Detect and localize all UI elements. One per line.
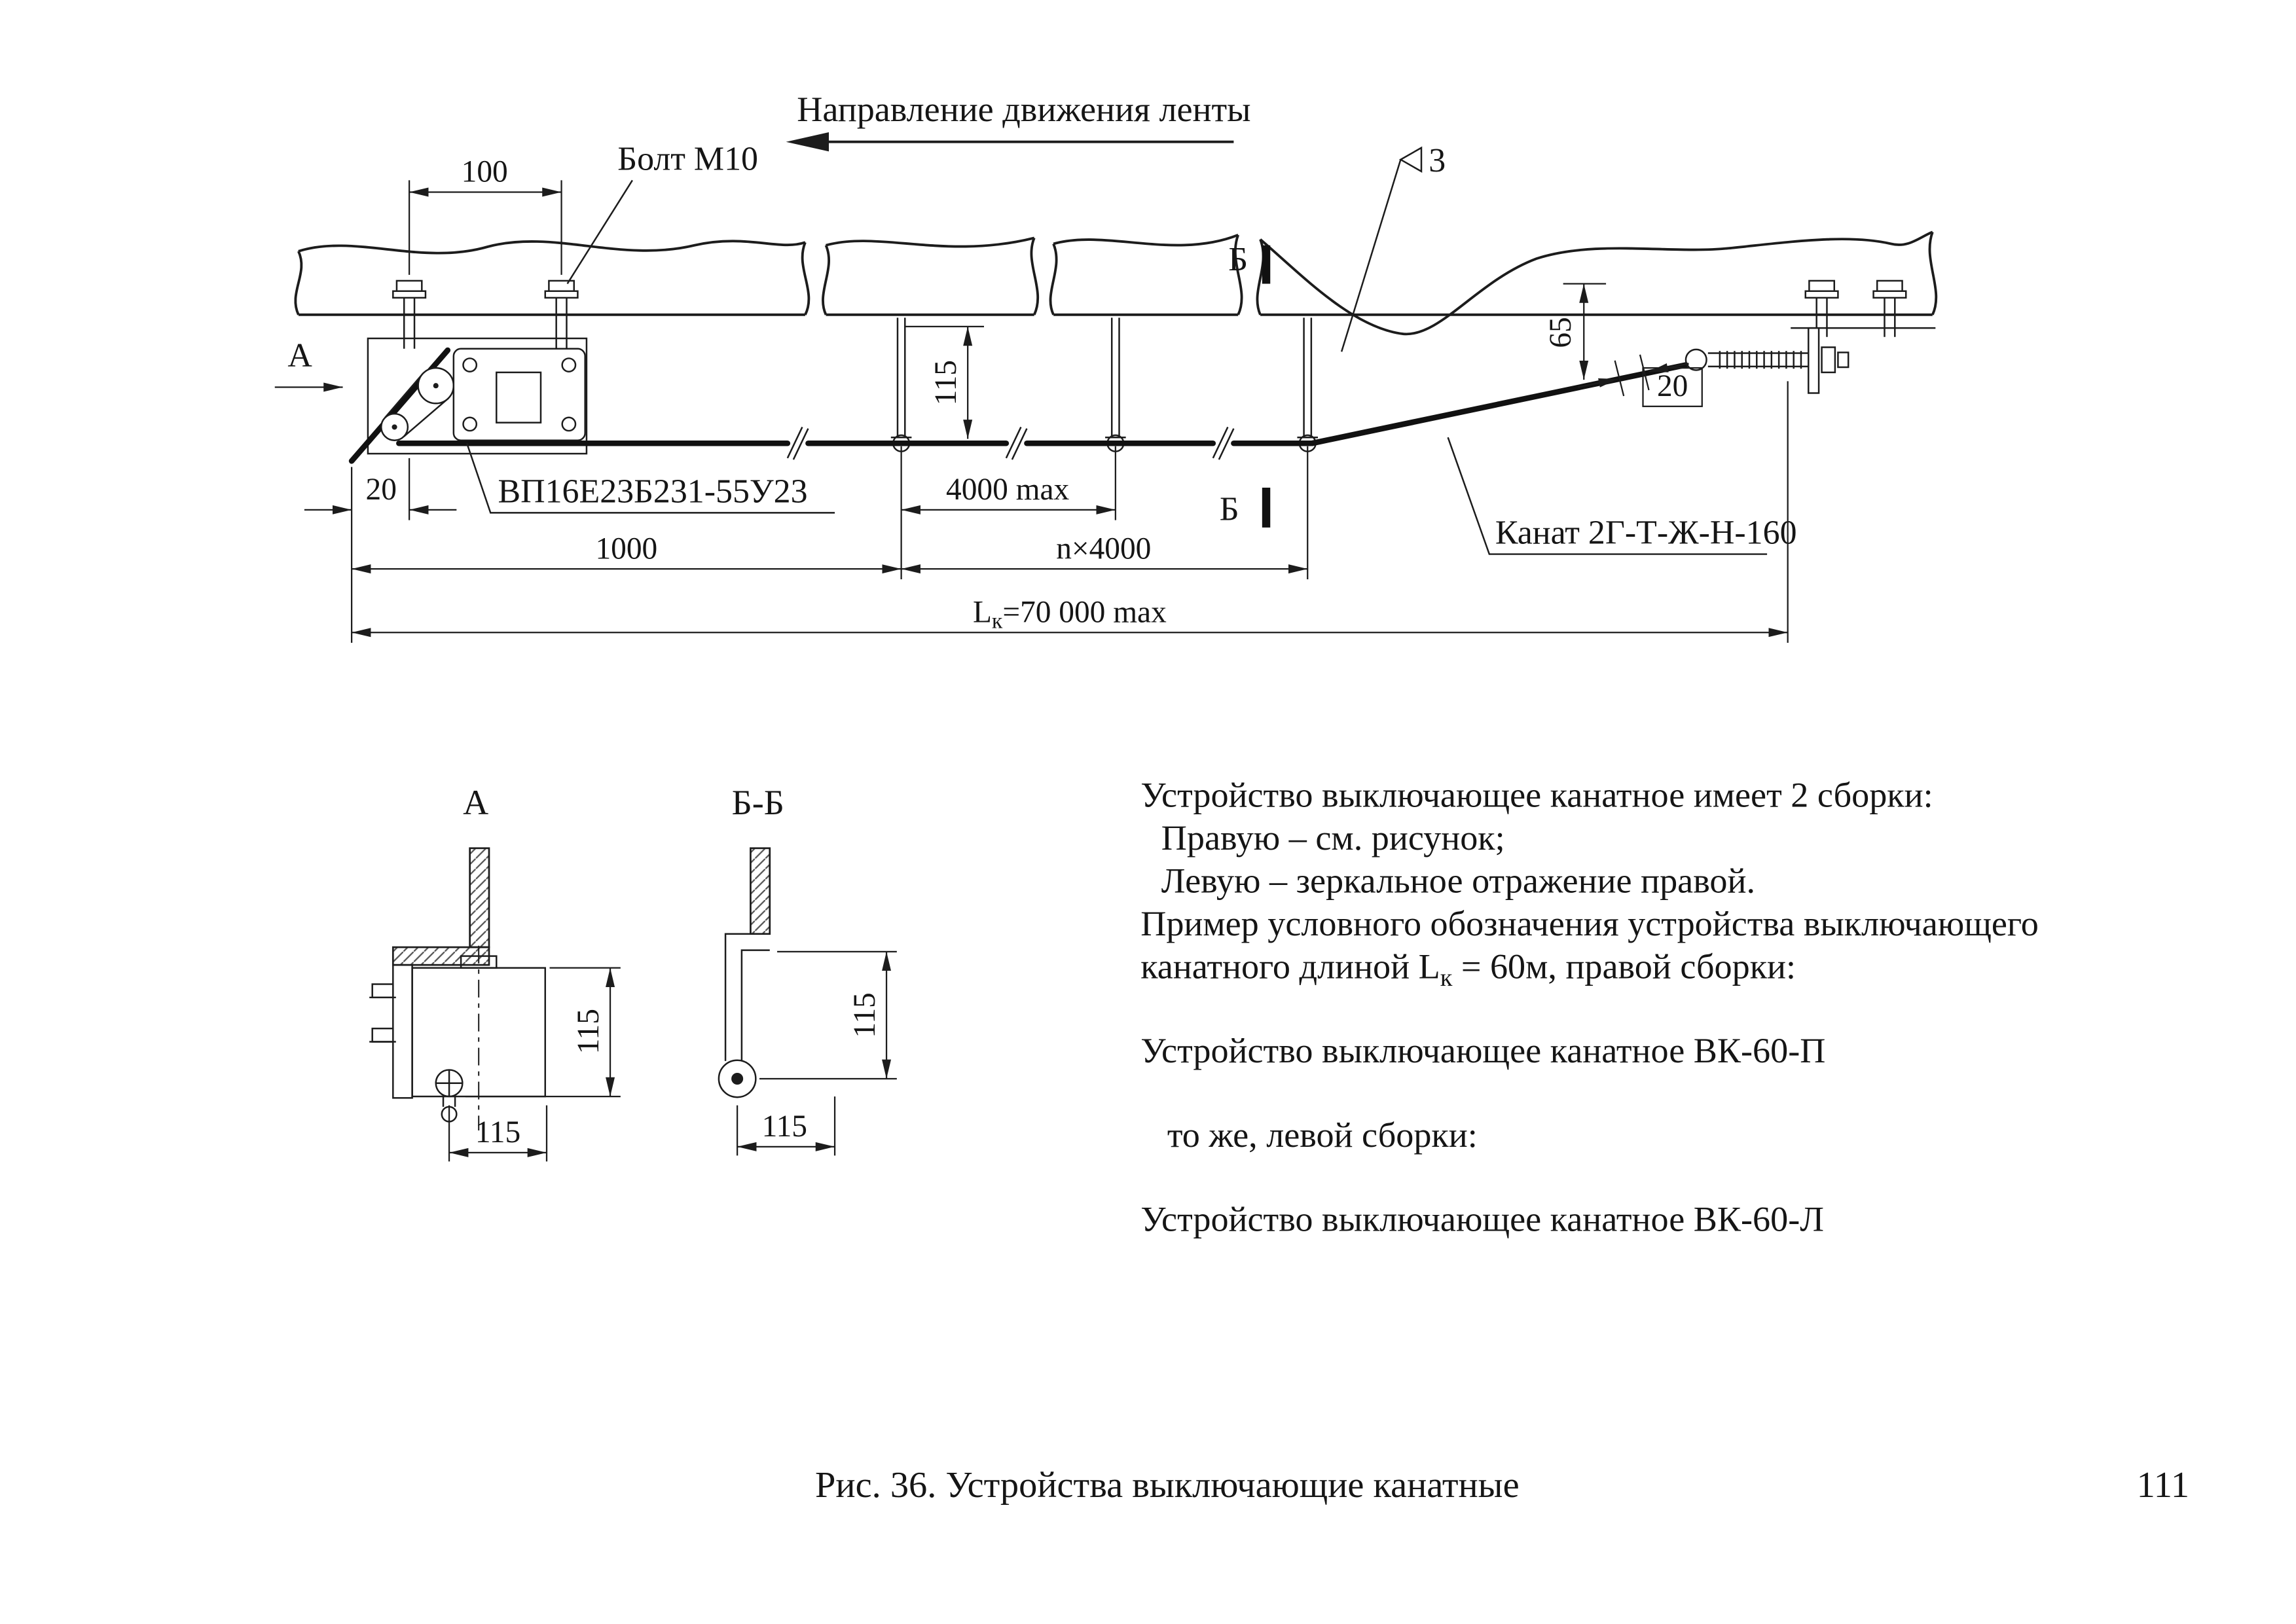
guide-loop [718, 1059, 757, 1098]
cable-posts [890, 317, 1319, 452]
note-line-5-pre: канатного длиной L [1140, 947, 1440, 986]
lever-pin [435, 1069, 464, 1098]
view-arrow-a: А [274, 337, 343, 392]
frame-bolts [392, 280, 1907, 349]
belt-direction-arrowhead [786, 132, 829, 152]
nut [1821, 346, 1836, 374]
rope-eye [1685, 348, 1707, 371]
dim-115-a-h-text: 115 [475, 1115, 520, 1149]
device-callout: ВП16Е23Б231-55У23 [465, 442, 835, 514]
nut [1837, 352, 1850, 369]
note-line-2: Правую – см. рисунок; [1161, 818, 1505, 857]
section-b-top-label: Б [1228, 241, 1248, 278]
rope-callout: Канат 2Г-Т-Ж-Н-160 [1447, 437, 1797, 555]
dimensions: 100 115 65 20 20 4000 ma [304, 155, 1789, 643]
note-line-5: канатного длиной Lк = 60м, правой сборки… [1140, 947, 1796, 991]
dim-4000-text: 4000 max [946, 473, 1069, 507]
bracket-plate [1808, 327, 1820, 394]
view-arrow-a-label: А [287, 337, 312, 374]
post [1297, 317, 1319, 452]
belt-direction: Направление движения ленты [786, 90, 1251, 152]
note-line-6: Устройство выключающее канатное ВК-60-П [1140, 1031, 1825, 1070]
note-line-1: Устройство выключающее канатное имеет 2 … [1140, 776, 1933, 815]
dim-115-bb-h-text: 115 [762, 1110, 807, 1144]
section-view-a: А 115 115 [369, 783, 621, 1162]
section-view-bb: Б-Б 115 115 [718, 783, 897, 1156]
dim-115-a-horizontal: 115 [448, 1105, 548, 1162]
dim-115-main-text: 115 [929, 360, 963, 405]
dim-115-main: 115 [904, 325, 984, 439]
bolt-right-1 [1804, 280, 1839, 337]
dim-100-text: 100 [462, 155, 508, 189]
section-plane-b: Б Б [1220, 241, 1271, 528]
dim-n4000-text: n×4000 [1056, 532, 1151, 566]
notes-block: Устройство выключающее канатное имеет 2 … [1140, 776, 2039, 1239]
guide-strip-outer [724, 933, 770, 1061]
view-a-title: А [463, 783, 488, 822]
dim-20-right-text: 20 [1657, 369, 1688, 403]
cable [396, 362, 1689, 460]
bolt-m10-left-1 [392, 280, 427, 349]
dim-65-text: 65 [1544, 317, 1578, 348]
dim-115-a-v-text: 115 [572, 1009, 606, 1054]
triangle-mark-icon [1398, 146, 1423, 173]
note-line-3: Левую – зеркальное отражение правой. [1161, 861, 1755, 901]
note-line-7: то же, левой сборки: [1167, 1115, 1478, 1155]
figure-caption: Рис. 36. Устройства выключающие канатные [815, 1465, 1520, 1506]
frame-wall-section [750, 847, 771, 935]
bolt-right-2 [1872, 280, 1907, 337]
dim-20-left-text: 20 [366, 473, 397, 507]
section-b-bottom-label: Б [1220, 491, 1239, 528]
dim-115-bb-vertical: 115 [759, 950, 897, 1080]
tensioner [1685, 327, 1936, 394]
dim-n4000: n×4000 [901, 446, 1309, 579]
rope-cross-section [731, 1072, 744, 1085]
bolt-callout: Болт М10 [566, 141, 758, 285]
device-label: ВП16Е23Б231-55У23 [498, 473, 808, 511]
threaded-rod [1707, 352, 1809, 368]
note-line-4: Пример условного обозначения устройства … [1140, 904, 2039, 943]
post [1105, 317, 1126, 452]
frame-wall-section [469, 847, 490, 948]
view-bb-title: Б-Б [732, 783, 784, 822]
dim-4000: 4000 max [900, 446, 1116, 579]
break-mark [786, 426, 809, 460]
bolt-head [371, 983, 394, 999]
guide-strip-inner [740, 949, 770, 1061]
dim-100: 100 [408, 155, 562, 275]
dim-lk-prefix: L [973, 595, 992, 629]
dim-20-right: 20 [1577, 354, 1703, 407]
dim-115-bb-horizontal: 115 [736, 1096, 836, 1156]
page-number: 111 [2137, 1465, 2189, 1506]
mark-3: 3 [1340, 142, 1446, 352]
bolt-head [371, 1027, 394, 1043]
switch-body [452, 348, 586, 441]
break-mark [1212, 426, 1235, 460]
bracket-plate-section [392, 964, 413, 1099]
bolt-m10-left-2 [544, 280, 579, 349]
dim-20-left: 20 [304, 458, 457, 643]
switch-device [348, 337, 588, 464]
rope-label: Канат 2Г-Т-Ж-Н-160 [1495, 514, 1797, 552]
dim-lk-subscript: к [992, 609, 1003, 633]
dim-65: 65 [1544, 283, 1607, 380]
dim-lk-suffix: =70 000 max [1002, 595, 1167, 629]
dim-lk-text: Lк=70 000 max [973, 595, 1167, 633]
note-line-5-post: = 60м, правой сборки: [1452, 947, 1796, 986]
mark-3-label: 3 [1429, 142, 1446, 179]
note-line-8: Устройство выключающее канатное ВК-60-Л [1140, 1199, 1824, 1238]
bolt-label: Болт М10 [617, 141, 758, 178]
dim-115-bb-v-text: 115 [848, 992, 882, 1038]
note-line-5-sub: к [1440, 964, 1453, 992]
dim-lk: Lк=70 000 max [352, 381, 1789, 643]
break-mark [1005, 426, 1028, 460]
conveyor-frame [294, 230, 1938, 336]
dim-1000-text: 1000 [595, 532, 657, 566]
dim-115-a-vertical: 115 [465, 967, 621, 1098]
belt-direction-label: Направление движения ленты [797, 90, 1250, 129]
dim-1000: 1000 [352, 532, 902, 574]
post [890, 317, 912, 452]
